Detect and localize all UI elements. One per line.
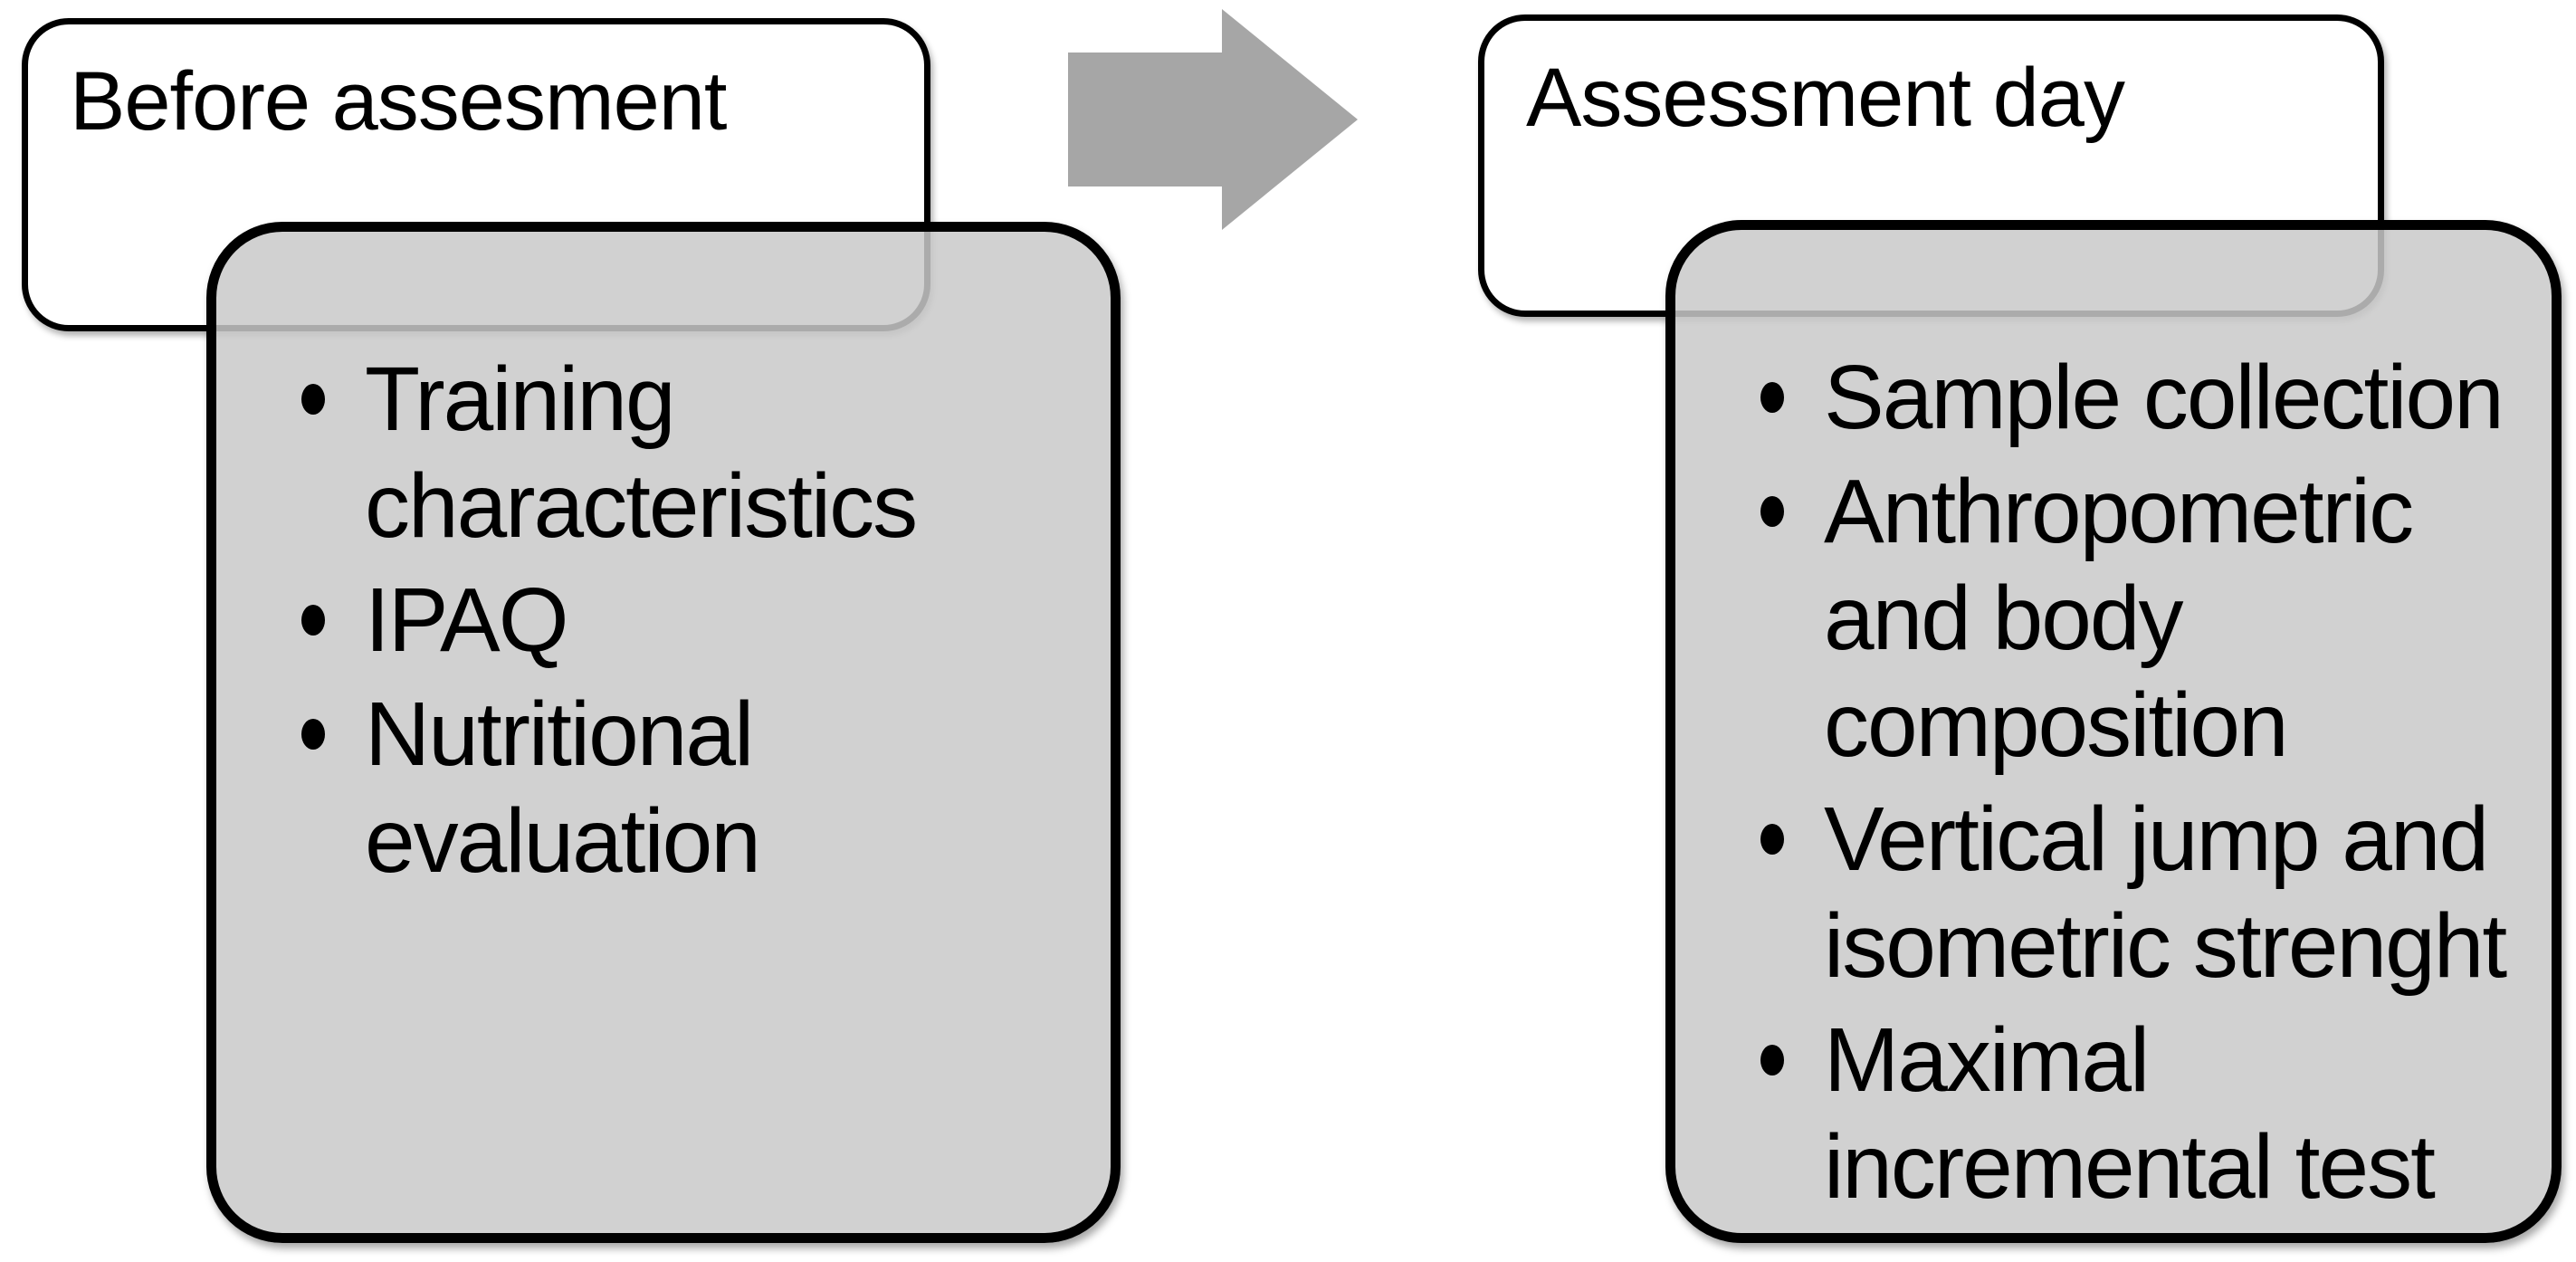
list-item: Nutritional evaluation xyxy=(301,681,1083,894)
bullet-dot-icon xyxy=(1760,382,1784,413)
bullet-dot-icon xyxy=(1760,496,1784,527)
list-item-text: Vertical jump and isometric strenght xyxy=(1824,789,2507,997)
bullet-dot-icon xyxy=(301,605,325,636)
list-item: Training characteristics xyxy=(301,346,1083,559)
list-item-text: Sample collection xyxy=(1824,347,2504,448)
panel-title: Assessment day xyxy=(1526,52,2125,144)
bullet-dot-icon xyxy=(301,384,325,415)
list-item-text: Nutritional evaluation xyxy=(365,684,761,892)
list-item: Anthropometric and body composition xyxy=(1760,458,2524,779)
list-item-text: Training characteristics xyxy=(365,349,918,557)
list-item-text: Maximal incremental test xyxy=(1824,1009,2436,1218)
bullet-dot-icon xyxy=(1760,824,1784,855)
right-arrow-head xyxy=(1222,9,1358,230)
bullet-dot-icon xyxy=(1760,1045,1784,1076)
right-arrow-icon xyxy=(1068,9,1358,230)
list-item: Sample collection xyxy=(1760,344,2524,451)
bullet-dot-icon xyxy=(301,719,325,750)
right-arrow-body xyxy=(1068,53,1222,186)
before-assessment-bullet-list: Training characteristics IPAQ Nutritiona… xyxy=(216,232,1111,894)
assessment-day-content-box: Sample collection Anthropometric and bod… xyxy=(1665,220,2562,1243)
list-item-text: Anthropometric and body composition xyxy=(1824,461,2414,776)
list-item-text: IPAQ xyxy=(365,569,569,671)
assessment-day-bullet-list: Sample collection Anthropometric and bod… xyxy=(1675,230,2552,1220)
list-item: IPAQ xyxy=(301,567,1083,674)
list-item: Vertical jump and isometric strenght xyxy=(1760,786,2524,999)
panel-title: Before assesment xyxy=(70,55,727,148)
list-item: Maximal incremental test xyxy=(1760,1007,2524,1220)
before-assessment-content-box: Training characteristics IPAQ Nutritiona… xyxy=(206,222,1121,1243)
